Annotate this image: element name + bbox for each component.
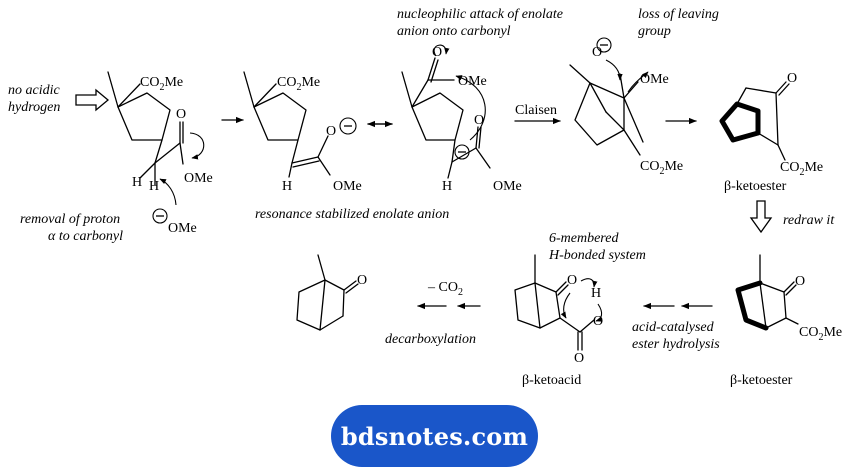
label-loss-leaving: loss of leaving [638, 7, 719, 22]
curly-arrow-attack [455, 75, 486, 141]
label-ester-hydrolysis: ester hydrolysis [632, 337, 720, 352]
label-removal-proton: removal of proton [20, 212, 120, 227]
tetrahedral-charge [596, 37, 612, 53]
carbanion-oxygen: O [474, 113, 484, 128]
bicyclic-ketoester-co2me: CO2Me [799, 325, 842, 343]
carbanion-charge [454, 144, 470, 160]
curly-arrow-carbonyl [189, 132, 205, 160]
product-oxygen: O [357, 273, 367, 288]
ome-group: OMe [184, 171, 213, 186]
carbanion-hydrogen: H [442, 179, 452, 194]
carbanion-top-oxygen: O [432, 45, 442, 60]
carbonyl-oxygen: O [176, 107, 186, 122]
tetrahedral-intermediate [569, 64, 644, 156]
carbanion-structure [401, 57, 491, 179]
label-h-bonded: H-bonded system [548, 248, 646, 263]
label-ketoacid: β-ketoacid [522, 373, 581, 388]
label-minus-co2: – CO2 [427, 280, 463, 298]
enolate-co2me: CO2Me [277, 75, 320, 93]
ketoacid-hydrogen: H [591, 286, 601, 301]
tetrahedral-co2me: CO2Me [640, 159, 683, 177]
ketone-product [296, 254, 359, 331]
starting-diester [107, 71, 184, 186]
enolate-ome: OMe [333, 179, 362, 194]
curly-arrow-oh [595, 303, 603, 322]
curly-arrow-h-bond [580, 278, 598, 288]
label-hydrogen: hydrogen [8, 100, 60, 115]
label-anion-onto: anion onto carbonyl [397, 24, 511, 39]
label-resonance: resonance stabilized enolate anion [255, 207, 449, 222]
label-group: group [638, 24, 671, 39]
carbanion-top-ome: OMe [458, 74, 487, 89]
alpha-hydrogen: H [149, 179, 159, 194]
label-ketoester-1: β-ketoester [724, 179, 787, 194]
enolate-oxygen: O [326, 124, 336, 139]
co2me-group: CO2Me [140, 75, 183, 93]
curly-arrow-carbonyl-push [433, 44, 450, 57]
ketoester-perspective [719, 81, 790, 161]
label-redraw: redraw it [783, 213, 835, 228]
open-arrow-redraw [749, 200, 773, 234]
ketoacid-acid-oxygen: O [574, 351, 584, 366]
enolate-hydrogen: H [282, 179, 292, 194]
watermark-badge: bdsnotes.com [331, 405, 538, 467]
label-six-membered: 6-membered [549, 231, 619, 246]
carbanion-ome: OMe [493, 179, 522, 194]
ketoester-bicyclic [735, 254, 799, 331]
label-nucleophilic: nucleophilic attack of enolate [397, 7, 563, 22]
curly-arrow-deprotonation [159, 178, 177, 206]
label-alpha-carbonyl: α to carbonyl [48, 229, 123, 244]
ketoacid-structure [514, 254, 595, 351]
curly-arrow-leave [627, 71, 649, 93]
label-ketoester-2: β-ketoester [730, 373, 793, 388]
methoxide-anion [152, 208, 168, 224]
enolate-structure [243, 71, 331, 178]
methoxide-label: OMe [168, 221, 197, 236]
label-claisen: Claisen [515, 103, 557, 118]
open-arrow-no-acidic [75, 88, 110, 112]
curly-arrow-decarbox [560, 292, 571, 319]
hydrogen-atom: H [132, 175, 142, 190]
ketoacid-keto-oxygen: O [567, 273, 577, 288]
label-acid-catalysed: acid-catalysed [632, 320, 715, 335]
enolate-charge [339, 117, 357, 135]
label-decarboxylation: decarboxylation [385, 332, 476, 347]
ketoester-co2me: CO2Me [780, 160, 823, 178]
label-no-acidic: no acidic [8, 83, 60, 98]
ketoester-oxygen: O [787, 71, 797, 86]
bicyclic-ketoester-oxygen: O [795, 274, 805, 289]
curly-arrow-reform [605, 59, 623, 81]
tetrahedral-oxygen: O [592, 45, 602, 60]
